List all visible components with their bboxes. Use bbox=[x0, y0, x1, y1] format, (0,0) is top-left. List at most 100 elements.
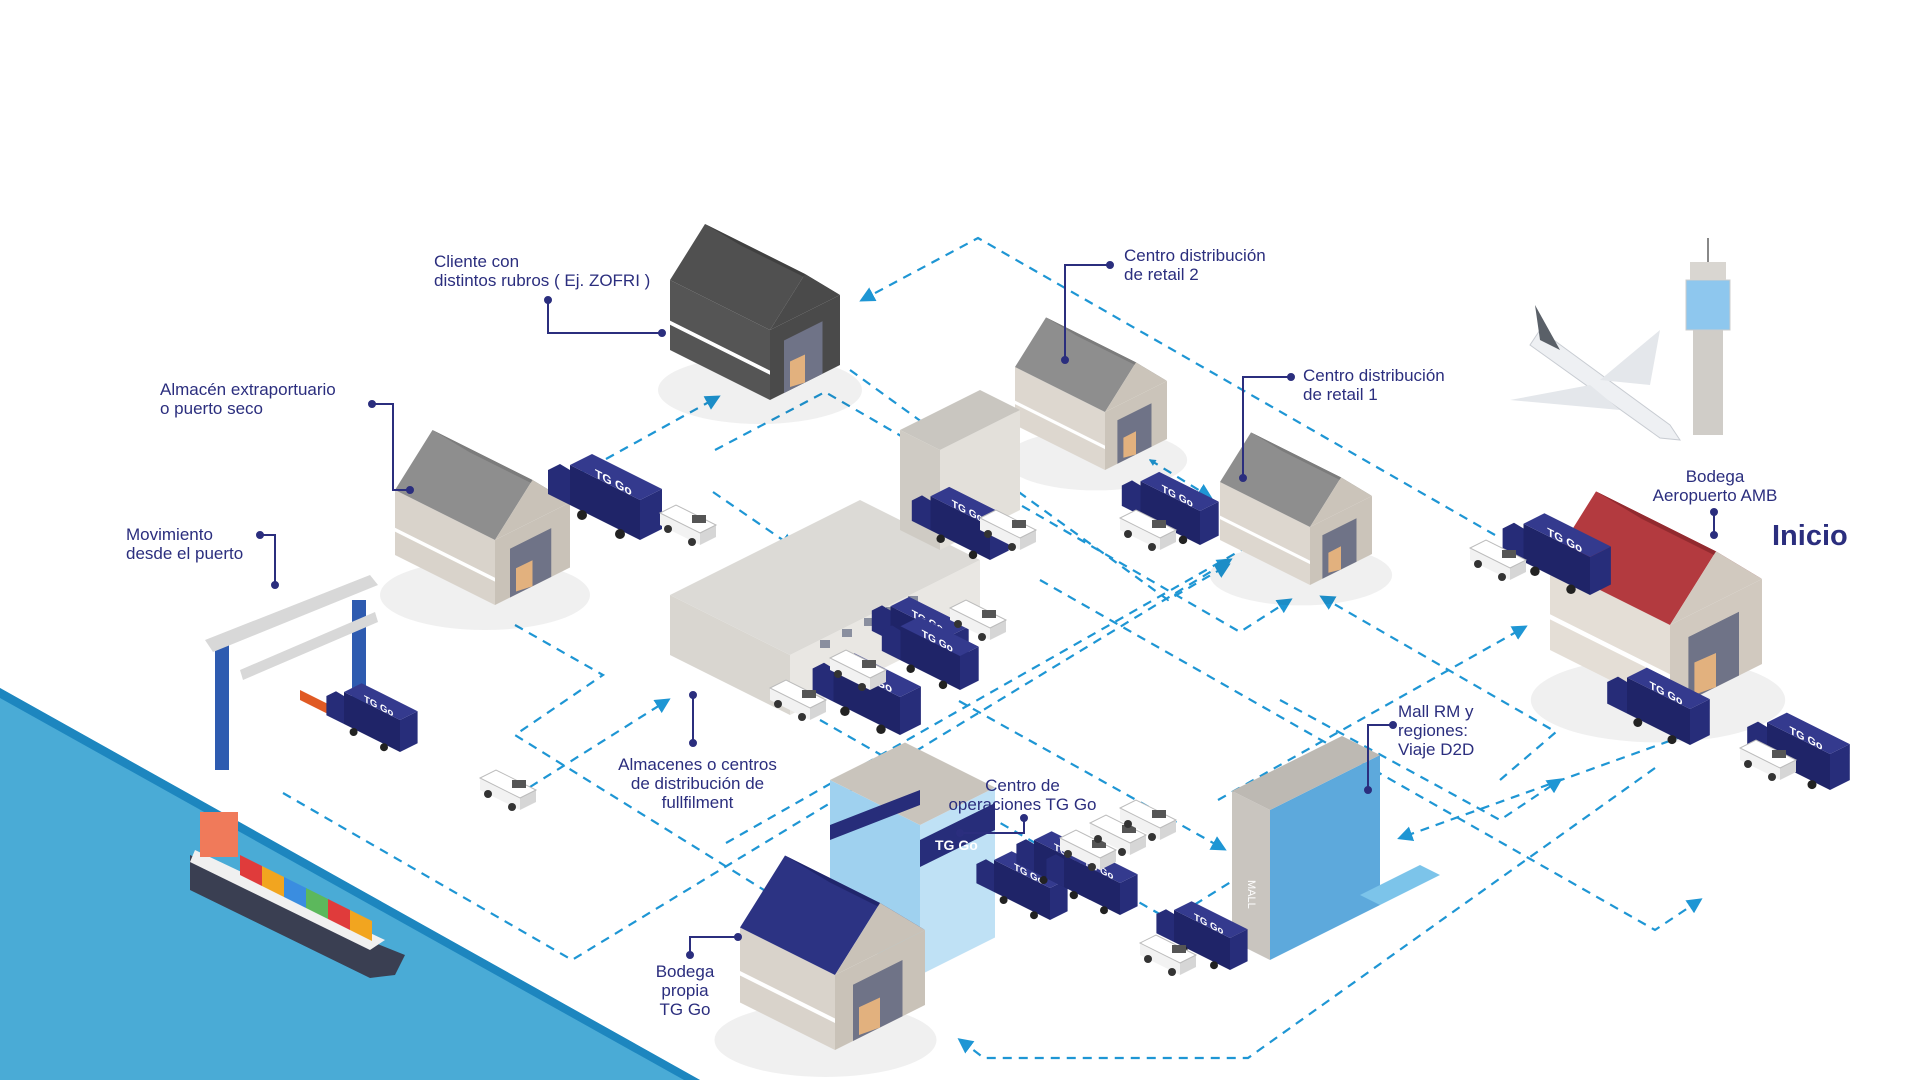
pickup-truck bbox=[828, 649, 888, 691]
pickup-truck bbox=[1118, 509, 1178, 551]
wheel bbox=[349, 728, 358, 736]
pickup-top bbox=[1058, 829, 1118, 859]
pickup-front bbox=[870, 670, 886, 690]
leader-dot bbox=[1287, 373, 1295, 381]
route-line bbox=[529, 698, 671, 788]
truck-back bbox=[1200, 501, 1219, 545]
truck-cab bbox=[1121, 480, 1141, 516]
roof-front bbox=[740, 855, 880, 975]
wheel bbox=[1039, 876, 1048, 884]
wheel bbox=[968, 550, 978, 560]
wheel bbox=[1030, 911, 1038, 920]
leader-dot bbox=[956, 829, 964, 837]
pickup-top bbox=[1138, 934, 1198, 964]
pickup-side bbox=[1120, 808, 1160, 840]
label-bodega-aeropuerto: Bodega Aeropuerto AMB bbox=[1652, 467, 1778, 505]
pickup-side bbox=[830, 658, 870, 690]
pickup-window bbox=[1152, 810, 1166, 818]
pickup-truck bbox=[1118, 799, 1178, 841]
wheel bbox=[999, 896, 1008, 904]
truck-top bbox=[1523, 513, 1611, 557]
truck: TG Go bbox=[1607, 667, 1710, 745]
pickup-window bbox=[862, 660, 876, 668]
pickup-window bbox=[1152, 520, 1166, 528]
wheel bbox=[1744, 760, 1752, 768]
label-retail-1: Centro distribución de retail 1 bbox=[1303, 366, 1445, 404]
wheel bbox=[1768, 773, 1776, 781]
truck-cab bbox=[1607, 676, 1627, 714]
leader-line bbox=[1064, 264, 1110, 360]
leader-dot bbox=[406, 486, 414, 494]
truck-back bbox=[1690, 699, 1710, 745]
pickup-window bbox=[1772, 750, 1786, 758]
leader-dot bbox=[1061, 356, 1069, 364]
window bbox=[842, 629, 852, 637]
truck-cab bbox=[1046, 854, 1064, 887]
wheel bbox=[906, 664, 915, 673]
leader-line bbox=[960, 818, 1025, 834]
wheel bbox=[834, 670, 842, 678]
leader-line bbox=[1367, 724, 1393, 790]
wall-left bbox=[395, 490, 495, 605]
wheel bbox=[1148, 543, 1156, 551]
pickup-top bbox=[658, 504, 718, 534]
pallet-boxes bbox=[859, 997, 880, 1035]
truck-side bbox=[930, 496, 990, 560]
wall-stripe bbox=[1015, 400, 1105, 450]
leader-dot bbox=[689, 691, 697, 699]
pickup-front bbox=[1130, 835, 1146, 855]
wheel bbox=[1667, 735, 1677, 745]
gable bbox=[835, 903, 925, 975]
pickup-front bbox=[810, 700, 826, 720]
container bbox=[328, 899, 350, 930]
truck-top bbox=[344, 683, 418, 720]
wheel bbox=[1474, 560, 1482, 568]
airplane bbox=[1510, 305, 1682, 441]
wheel bbox=[380, 743, 388, 752]
label-mall: Mall RM y regiones: Viaje D2D bbox=[1398, 702, 1475, 759]
gable bbox=[1310, 477, 1372, 527]
wheel bbox=[688, 538, 696, 546]
gable bbox=[1670, 551, 1762, 625]
pickup-window bbox=[802, 690, 816, 698]
route-line bbox=[1039, 579, 1703, 932]
gable bbox=[770, 274, 840, 330]
warehouse-retail-2 bbox=[1004, 317, 1188, 491]
truck-side bbox=[1523, 523, 1590, 595]
wheel bbox=[1633, 718, 1643, 727]
wheel bbox=[774, 700, 782, 708]
wheel bbox=[1498, 573, 1506, 581]
wall-left bbox=[740, 927, 835, 1050]
pickup-side bbox=[1120, 518, 1160, 550]
pickup-side bbox=[1470, 548, 1510, 580]
truck-top bbox=[570, 454, 662, 500]
pickup-top bbox=[1738, 739, 1798, 769]
truck-back bbox=[1830, 744, 1850, 790]
truck-top bbox=[1140, 471, 1219, 511]
warehouse-cliente bbox=[658, 224, 862, 424]
wheel bbox=[1168, 968, 1176, 976]
pickup-window bbox=[692, 515, 706, 523]
wheel bbox=[1807, 780, 1817, 790]
pickup-side bbox=[1090, 823, 1130, 855]
leader-dot bbox=[1239, 474, 1247, 482]
pickup-side bbox=[1740, 748, 1780, 780]
truck-top bbox=[1174, 901, 1248, 938]
label-retail-2: Centro distribución de retail 2 bbox=[1124, 246, 1266, 284]
pickup-top bbox=[768, 679, 828, 709]
truck-top bbox=[1627, 667, 1710, 709]
label-movimiento-puerto: Movimiento desde el puerto bbox=[126, 525, 244, 563]
pickup-truck bbox=[1058, 829, 1118, 871]
tower-top bbox=[1690, 262, 1726, 280]
pallet-boxes bbox=[1123, 431, 1136, 458]
leader-dot bbox=[1364, 786, 1372, 794]
route-line bbox=[725, 526, 1283, 844]
pickup-window bbox=[1172, 945, 1186, 953]
truck-cab bbox=[1156, 909, 1174, 942]
pickup-front bbox=[990, 620, 1006, 640]
pickup-truck bbox=[1138, 934, 1198, 976]
label-centro-operaciones: Centro de operaciones TG Go bbox=[948, 776, 1097, 814]
route-line bbox=[512, 624, 783, 902]
route-line bbox=[1149, 459, 1213, 499]
pickup-side bbox=[950, 608, 990, 640]
